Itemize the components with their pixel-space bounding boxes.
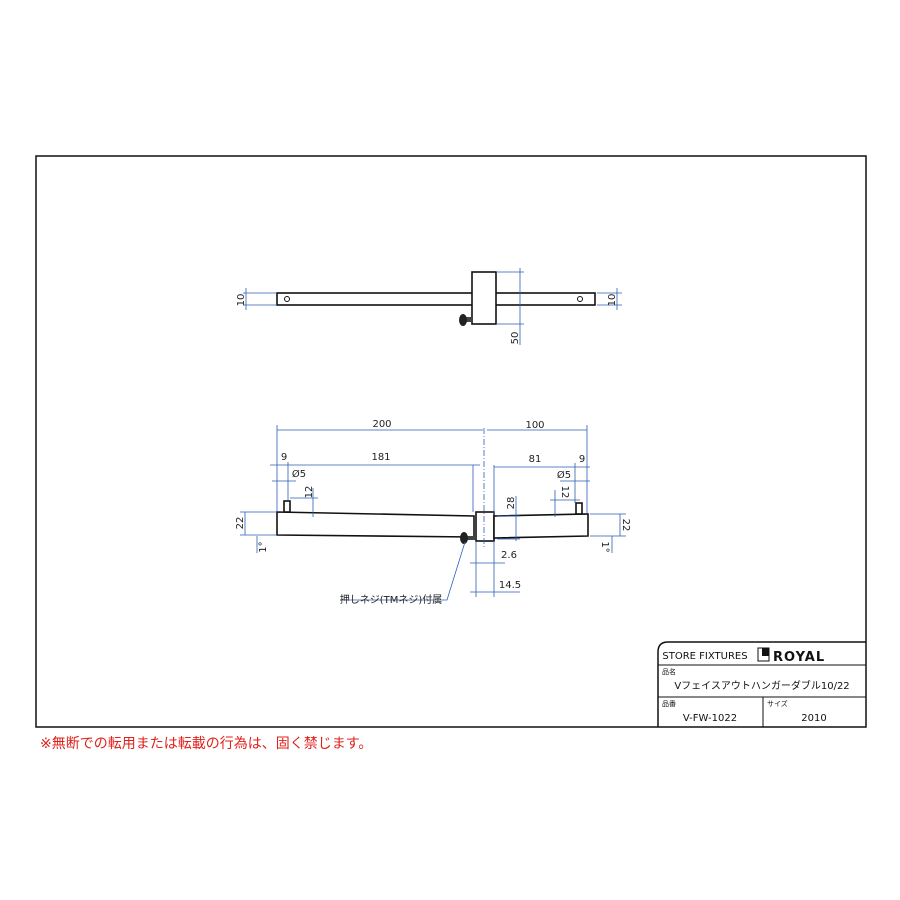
center-block — [475, 511, 495, 542]
dim-right-pin-height: 12 — [559, 486, 570, 499]
size-value: 2010 — [801, 713, 826, 724]
dim-right-span: 81 — [529, 454, 542, 465]
dim-left-height: 22 — [235, 517, 246, 530]
dim-top-left-width: 10 — [236, 294, 247, 307]
screw-callout: 押しネジ(TMネジ)付属 — [340, 593, 443, 606]
left-pin — [283, 500, 291, 513]
left-arm — [276, 511, 475, 538]
dim-right-height: 22 — [620, 519, 631, 532]
size-label: サイズ — [767, 699, 788, 708]
product-number: V-FW-1022 — [683, 713, 737, 724]
top-view: 10 10 50 — [236, 268, 622, 345]
hole-icon — [284, 296, 290, 302]
right-arm — [493, 513, 589, 539]
copyright-notice: ※無断での転用または転載の行為は、固く禁じます。 — [40, 736, 373, 752]
screw-knob-icon — [460, 532, 468, 544]
dim-block-depth: 50 — [510, 332, 521, 345]
dim-left-angle: 1° — [258, 541, 269, 552]
dim-right-pin-dia: Ø5 — [557, 469, 571, 481]
dim-right-length: 100 — [525, 420, 544, 431]
screw-knob-icon — [459, 314, 467, 326]
dim-right-angle: 1° — [599, 541, 610, 552]
dim-left-pin-height: 12 — [304, 486, 315, 499]
product-name: Vフェイスアウトハンガーダブル10/22 — [674, 679, 849, 692]
royal-logo: ROYAL — [757, 647, 825, 665]
hole-icon — [577, 296, 583, 302]
dim-block-height: 28 — [506, 497, 517, 510]
dim-block-width: 14.5 — [499, 580, 521, 591]
top-bar — [276, 292, 596, 306]
company-label: STORE FIXTURES — [662, 651, 747, 662]
dim-gap: 2.6 — [501, 550, 517, 561]
dim-right-offset: 9 — [579, 454, 585, 465]
drawing-frame — [35, 155, 867, 728]
number-label: 品番 — [662, 700, 676, 708]
right-pin — [575, 502, 583, 515]
title-block: STORE FIXTURES ROYAL 品名 Vフェイスアウトハンガーダブル1… — [657, 641, 866, 727]
dim-left-span: 181 — [371, 452, 390, 463]
dim-left-pin-dia: Ø5 — [292, 468, 306, 480]
logo-text: ROYAL — [773, 650, 825, 665]
screw-shaft — [465, 317, 473, 322]
screw-shaft — [466, 536, 475, 540]
dim-top-right-width: 10 — [607, 294, 618, 307]
dim-left-length: 200 — [372, 419, 391, 430]
dim-left-offset: 9 — [281, 452, 287, 463]
top-block — [471, 271, 497, 325]
name-label: 品名 — [662, 667, 676, 676]
front-view: 200 100 9 181 81 9 Ø5 Ø5 12 12 28 22 22 … — [235, 419, 631, 606]
